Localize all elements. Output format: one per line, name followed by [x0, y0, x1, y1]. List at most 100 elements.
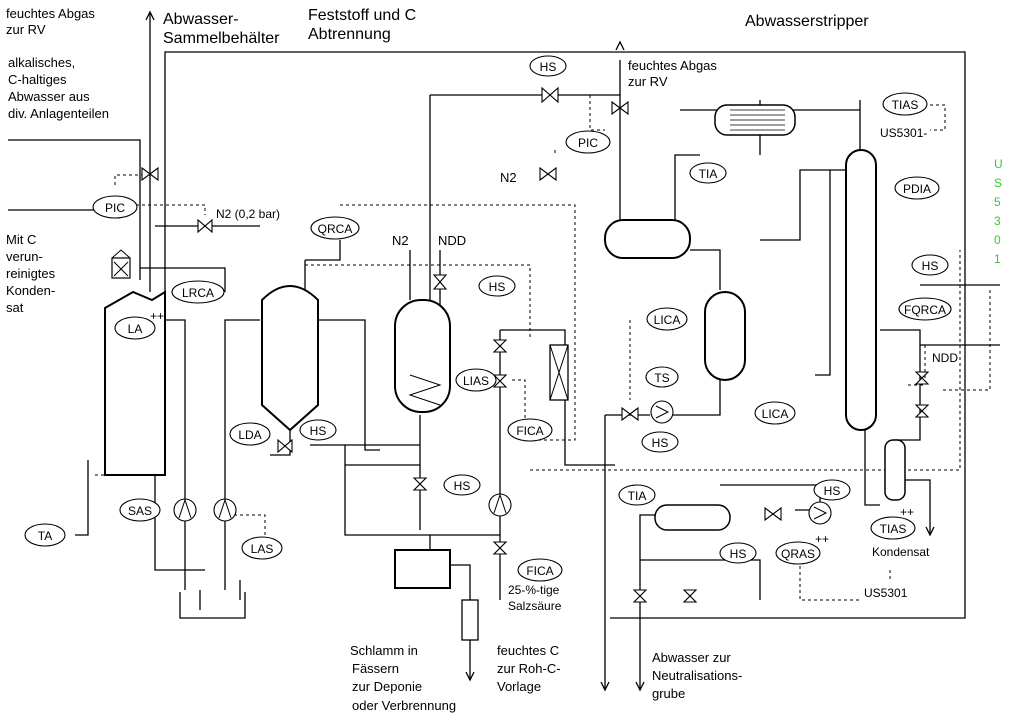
sas-bubble — [119, 498, 161, 522]
hs-pump-bubble — [443, 474, 481, 496]
reactor1-bottom — [270, 430, 291, 456]
alkaline-1: alkalisches, — [8, 55, 75, 70]
valve-out-right — [682, 589, 698, 603]
separator-out — [564, 400, 615, 466]
tia-top-bubble — [689, 162, 727, 184]
offgas-in-2: zur RV — [6, 22, 46, 37]
lda-bubble — [229, 422, 271, 446]
pdia-tag: PDIA — [903, 182, 931, 196]
valve-acid-bottom — [492, 541, 508, 555]
carbon-1: feuchtes C — [497, 643, 559, 658]
las-bubble — [241, 536, 283, 560]
n2-left-label: N2 — [500, 170, 517, 185]
sludge-2: Fässern — [352, 661, 399, 676]
stripper-recycle — [815, 170, 831, 376]
signal-hs-mid — [305, 264, 531, 340]
us-vertical-char: S — [994, 176, 1002, 190]
us-bottom-label: US5301 — [864, 586, 908, 600]
sludge-1: Schlamm in — [350, 643, 418, 658]
wastewater-arrow — [635, 681, 645, 692]
ndd-top-label: NDD — [438, 233, 466, 248]
condenser-tubes — [730, 109, 785, 131]
pump-acid — [488, 493, 512, 517]
pump2-line — [224, 319, 260, 500]
vent-filter-hatch — [111, 249, 131, 277]
signal-pic-left — [114, 174, 206, 215]
reactor1-to-filter — [310, 444, 500, 536]
pump-receiver-symbol — [655, 405, 670, 419]
sludge-4: oder Verbrennung — [352, 698, 456, 713]
hs-top-bubble — [529, 55, 567, 77]
sas-tag: SAS — [128, 504, 152, 518]
top-header — [164, 51, 966, 619]
signal-tias — [930, 104, 946, 131]
receiver-vessel — [704, 291, 746, 381]
fica-top-bubble — [507, 418, 553, 442]
condensate-in-3: reinigtes — [6, 266, 56, 281]
down-arrow-left — [600, 681, 610, 692]
wastewater-2: Neutralisations- — [652, 668, 742, 683]
fica-top-tag: FICA — [516, 424, 543, 438]
wastewater-3: grube — [652, 686, 685, 701]
condensate-in-5: sat — [6, 300, 24, 315]
heading-stripper: Abwasserstripper — [745, 13, 869, 30]
text-labels: Abwasser- Sammelbehälter Feststoff und C… — [6, 6, 1003, 713]
pump-2 — [213, 498, 237, 522]
pic-left-bubble — [92, 195, 138, 219]
valve-acid-mid — [492, 374, 508, 388]
tank-to-pumps — [154, 475, 205, 571]
pump-acid-symbol — [493, 493, 507, 514]
valve-pump-hs — [412, 477, 428, 491]
signal-lines — [95, 95, 991, 601]
las-tag: LAS — [251, 542, 274, 556]
reactor2-outlet — [345, 415, 421, 530]
hs-pump-tag: HS — [454, 479, 471, 493]
offgas-mid-2: zur RV — [628, 74, 668, 89]
filter-press — [394, 549, 451, 589]
valve-stripper-2 — [914, 404, 930, 418]
vent-arrow — [615, 40, 625, 51]
tias-alarm-mark: ++ — [900, 505, 914, 519]
hs-cooler-tag: HS — [824, 484, 841, 498]
reactor2-heating-coil — [408, 374, 442, 406]
fqrca-bubble — [898, 297, 952, 321]
pipelines — [8, 10, 1000, 692]
valve-stripper-1 — [914, 371, 930, 385]
collection-tank — [104, 290, 166, 476]
condensate-out-line — [905, 479, 931, 535]
ts-bubble — [645, 366, 679, 388]
valve-offgas-left — [141, 166, 159, 182]
la-tag: LA — [128, 322, 143, 336]
us-vertical-label: U S 5 3 0 1 — [994, 157, 1003, 266]
instrument-bubbles: PIC HS PIC QRCA LRCA LA ++ LDA HS HS LIA… — [24, 55, 952, 582]
qras-bubble — [775, 541, 821, 565]
reactor1-to-reactor2 — [318, 319, 380, 451]
tias-bottom-bubble — [870, 516, 916, 540]
offgas-in-1: feuchtes Abgas — [6, 6, 95, 21]
stripper-bottom — [864, 430, 880, 506]
tias-top-bubble — [882, 92, 928, 116]
hs-cooler-bubble — [813, 479, 851, 501]
tias-top-tag: TIAS — [892, 98, 919, 112]
ndd-right-label: NDD — [932, 351, 958, 365]
n2-top-label: N2 — [392, 233, 409, 248]
ts-tag: TS — [654, 371, 669, 385]
fica-bottom-bubble — [517, 558, 563, 582]
pic-left-tag: PIC — [105, 201, 125, 215]
reactor-2 — [394, 299, 451, 413]
us-vertical-char: 0 — [994, 233, 1001, 247]
us-vertical-char: 3 — [994, 214, 1001, 228]
tank-drain-left — [75, 460, 89, 536]
fqrca-tag: FQRCA — [904, 303, 946, 317]
pump1-line — [165, 319, 186, 500]
lda-tag: LDA — [238, 428, 261, 442]
lrca-bubble — [171, 280, 225, 304]
heading-solids-2: Abtrennung — [308, 26, 391, 43]
pump-stripper — [808, 501, 832, 525]
bag-filter — [461, 599, 479, 641]
valve-n2-low — [197, 218, 213, 234]
qras-alarm-mark: ++ — [815, 532, 829, 546]
condensate-out-label: Kondensat — [872, 545, 930, 559]
tia-top-tag: TIA — [699, 167, 718, 181]
